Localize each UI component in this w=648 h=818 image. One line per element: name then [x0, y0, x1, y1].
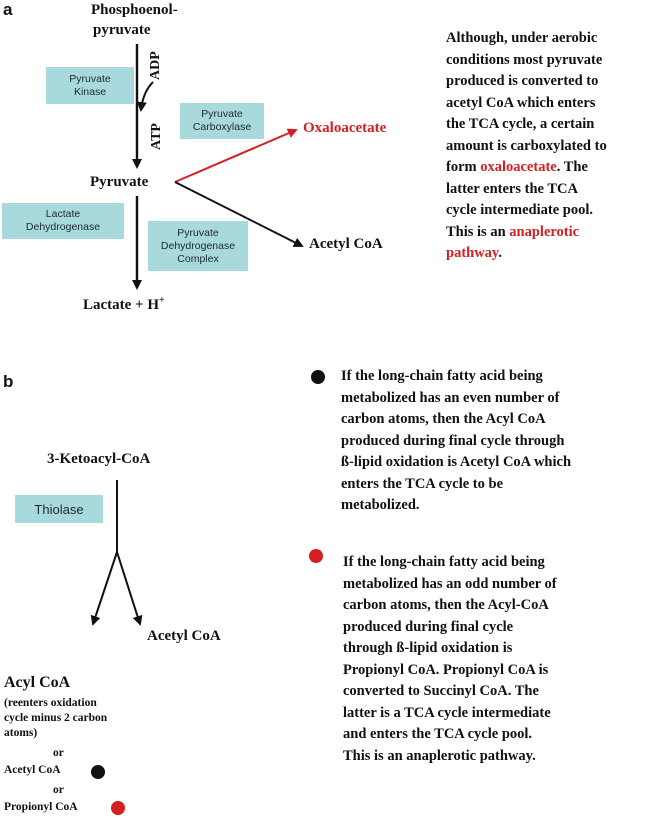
odd-carbon-explanation: If the long-chain fatty acid being metab…	[343, 552, 643, 767]
enzyme-label: Dehydrogenase	[160, 239, 236, 252]
panel-b-label: b	[3, 372, 14, 391]
text-segment: .	[498, 245, 503, 261]
acyl-coa-note: (reenters oxidation cycle minus 2 carbon…	[4, 696, 107, 741]
black-dot-icon	[91, 765, 105, 779]
enzyme-pyruvate-dehydrogenase-complex: Pyruvate Dehydrogenase Complex	[148, 221, 248, 271]
enzyme-label: Dehydrogenase	[25, 221, 101, 233]
text-highlight-oxaloacetate: oxaloacetate	[480, 159, 557, 175]
node-phosphoenolpyruvate-line2: pyruvate	[93, 22, 151, 38]
text-line: latter is a TCA cycle intermediate	[343, 704, 551, 721]
enzyme-thiolase: Thiolase	[15, 495, 103, 523]
enzyme-label: Pyruvate	[177, 226, 219, 239]
text-line: metabolized has an odd number of	[343, 575, 557, 592]
text-line: metabolized.	[341, 497, 420, 513]
enzyme-label: Pyruvate	[69, 72, 111, 85]
text-line: This is an anaplerotic pathway.	[343, 747, 536, 764]
odd-bullet-icon	[309, 549, 323, 563]
arrow-pyruvate-to-acetylcoa	[174, 181, 304, 247]
text-line: If the long-chain fatty acid being	[341, 368, 543, 384]
or-label-1: or	[53, 747, 64, 759]
text-line: carbon atoms, then the Acyl-CoA	[343, 597, 549, 613]
text-highlight-anaplerotic: anaplerotic	[509, 223, 580, 240]
node-acetyl-coa-b: Acetyl CoA	[147, 628, 221, 644]
text-line: enters the TCA cycle to be	[341, 475, 504, 492]
text-line: carbon atoms, then the Acyl CoA	[341, 411, 546, 427]
text-segment: form	[446, 159, 481, 175]
arrow-to-acyl-coa	[90, 551, 118, 626]
node-acetyl-coa: Acetyl CoA	[309, 236, 383, 252]
panel-a-label: a	[3, 0, 13, 19]
lactate-superscript: +	[159, 295, 165, 306]
cofactor-atp: ATP	[149, 123, 164, 150]
enzyme-label: Pyruvate	[201, 108, 243, 120]
text-line: produced during final cycle	[343, 618, 514, 635]
enzyme-label: Thiolase	[34, 501, 84, 517]
text-line: pathway.	[446, 243, 646, 265]
arrow-pyruvate-to-oxaloacetate	[174, 128, 298, 183]
node-acyl-coa: Acyl CoA	[4, 674, 71, 691]
node-lactate: Lactate + H+	[83, 295, 165, 314]
enzyme-label: Complex	[177, 252, 219, 265]
text-line: Propionyl CoA. Propionyl CoA is	[343, 661, 549, 678]
node-phosphoenolpyruvate-line1: Phosphoenol-	[91, 2, 178, 18]
text-line: and enters the TCA cycle pool.	[343, 726, 533, 742]
enzyme-pyruvate-kinase: Pyruvate Kinase	[46, 67, 134, 104]
text-segment: . The	[556, 159, 588, 175]
note-line: cycle minus 2 carbon	[4, 712, 108, 724]
text-line: If the long-chain fatty acid being	[343, 554, 545, 570]
text-line: form oxaloacetate. The	[446, 157, 646, 179]
text-line: produced during final cycle through	[341, 432, 565, 449]
node-oxaloacetate: Oxaloacetate	[303, 120, 387, 136]
text-line: metabolized has an even number of	[341, 389, 560, 406]
text-line: cycle intermediate pool.	[446, 202, 593, 218]
note-line: (reenters oxidation	[4, 697, 97, 709]
text-line: converted to Succinyl CoA. The	[343, 683, 539, 699]
text-line: Although, under aerobic	[446, 30, 598, 46]
text-line: amount is carboxylated to	[446, 137, 607, 154]
panel-a-explanation: Although, under aerobic conditions most …	[446, 28, 646, 265]
acetyl-coa-option: Acetyl CoA	[4, 764, 61, 776]
even-bullet-icon	[311, 370, 325, 384]
text-highlight-pathway: pathway	[446, 245, 499, 261]
text-line: ß-lipid oxidation is Acetyl CoA which	[341, 454, 572, 470]
even-carbon-explanation: If the long-chain fatty acid being metab…	[341, 366, 641, 517]
enzyme-pyruvate-carboxylase: Pyruvate Carboxylase	[180, 103, 264, 139]
text-line: acetyl CoA which enters	[446, 94, 596, 111]
enzyme-label: Lactate	[45, 208, 81, 220]
enzyme-lactate-dehydrogenase: Lactate Dehydrogenase	[2, 203, 124, 239]
enzyme-label: Carboxylase	[192, 121, 252, 133]
arrow-adp-atp	[136, 81, 154, 112]
propionyl-coa-option: Propionyl CoA	[4, 801, 78, 813]
lactate-text: Lactate + H	[83, 297, 160, 313]
arrow-to-acetyl-coa	[116, 551, 143, 626]
node-3-ketoacyl-coa: 3-Ketoacyl-CoA	[47, 451, 151, 467]
text-line: through ß-lipid oxidation is	[343, 640, 513, 656]
text-line: This is an anaplerotic	[446, 222, 646, 244]
text-line: the TCA cycle, a certain	[446, 116, 595, 132]
or-label-2: or	[53, 784, 64, 796]
text-line: conditions most pyruvate	[446, 51, 603, 68]
text-segment: This is an	[446, 223, 510, 240]
note-line: atoms)	[4, 727, 38, 739]
red-dot-icon	[111, 801, 125, 815]
text-line: latter enters the TCA	[446, 180, 578, 197]
node-pyruvate: Pyruvate	[90, 174, 149, 190]
enzyme-label: Kinase	[73, 85, 107, 98]
cofactor-adp: ADP	[148, 51, 163, 80]
text-line: produced is converted to	[446, 73, 599, 89]
